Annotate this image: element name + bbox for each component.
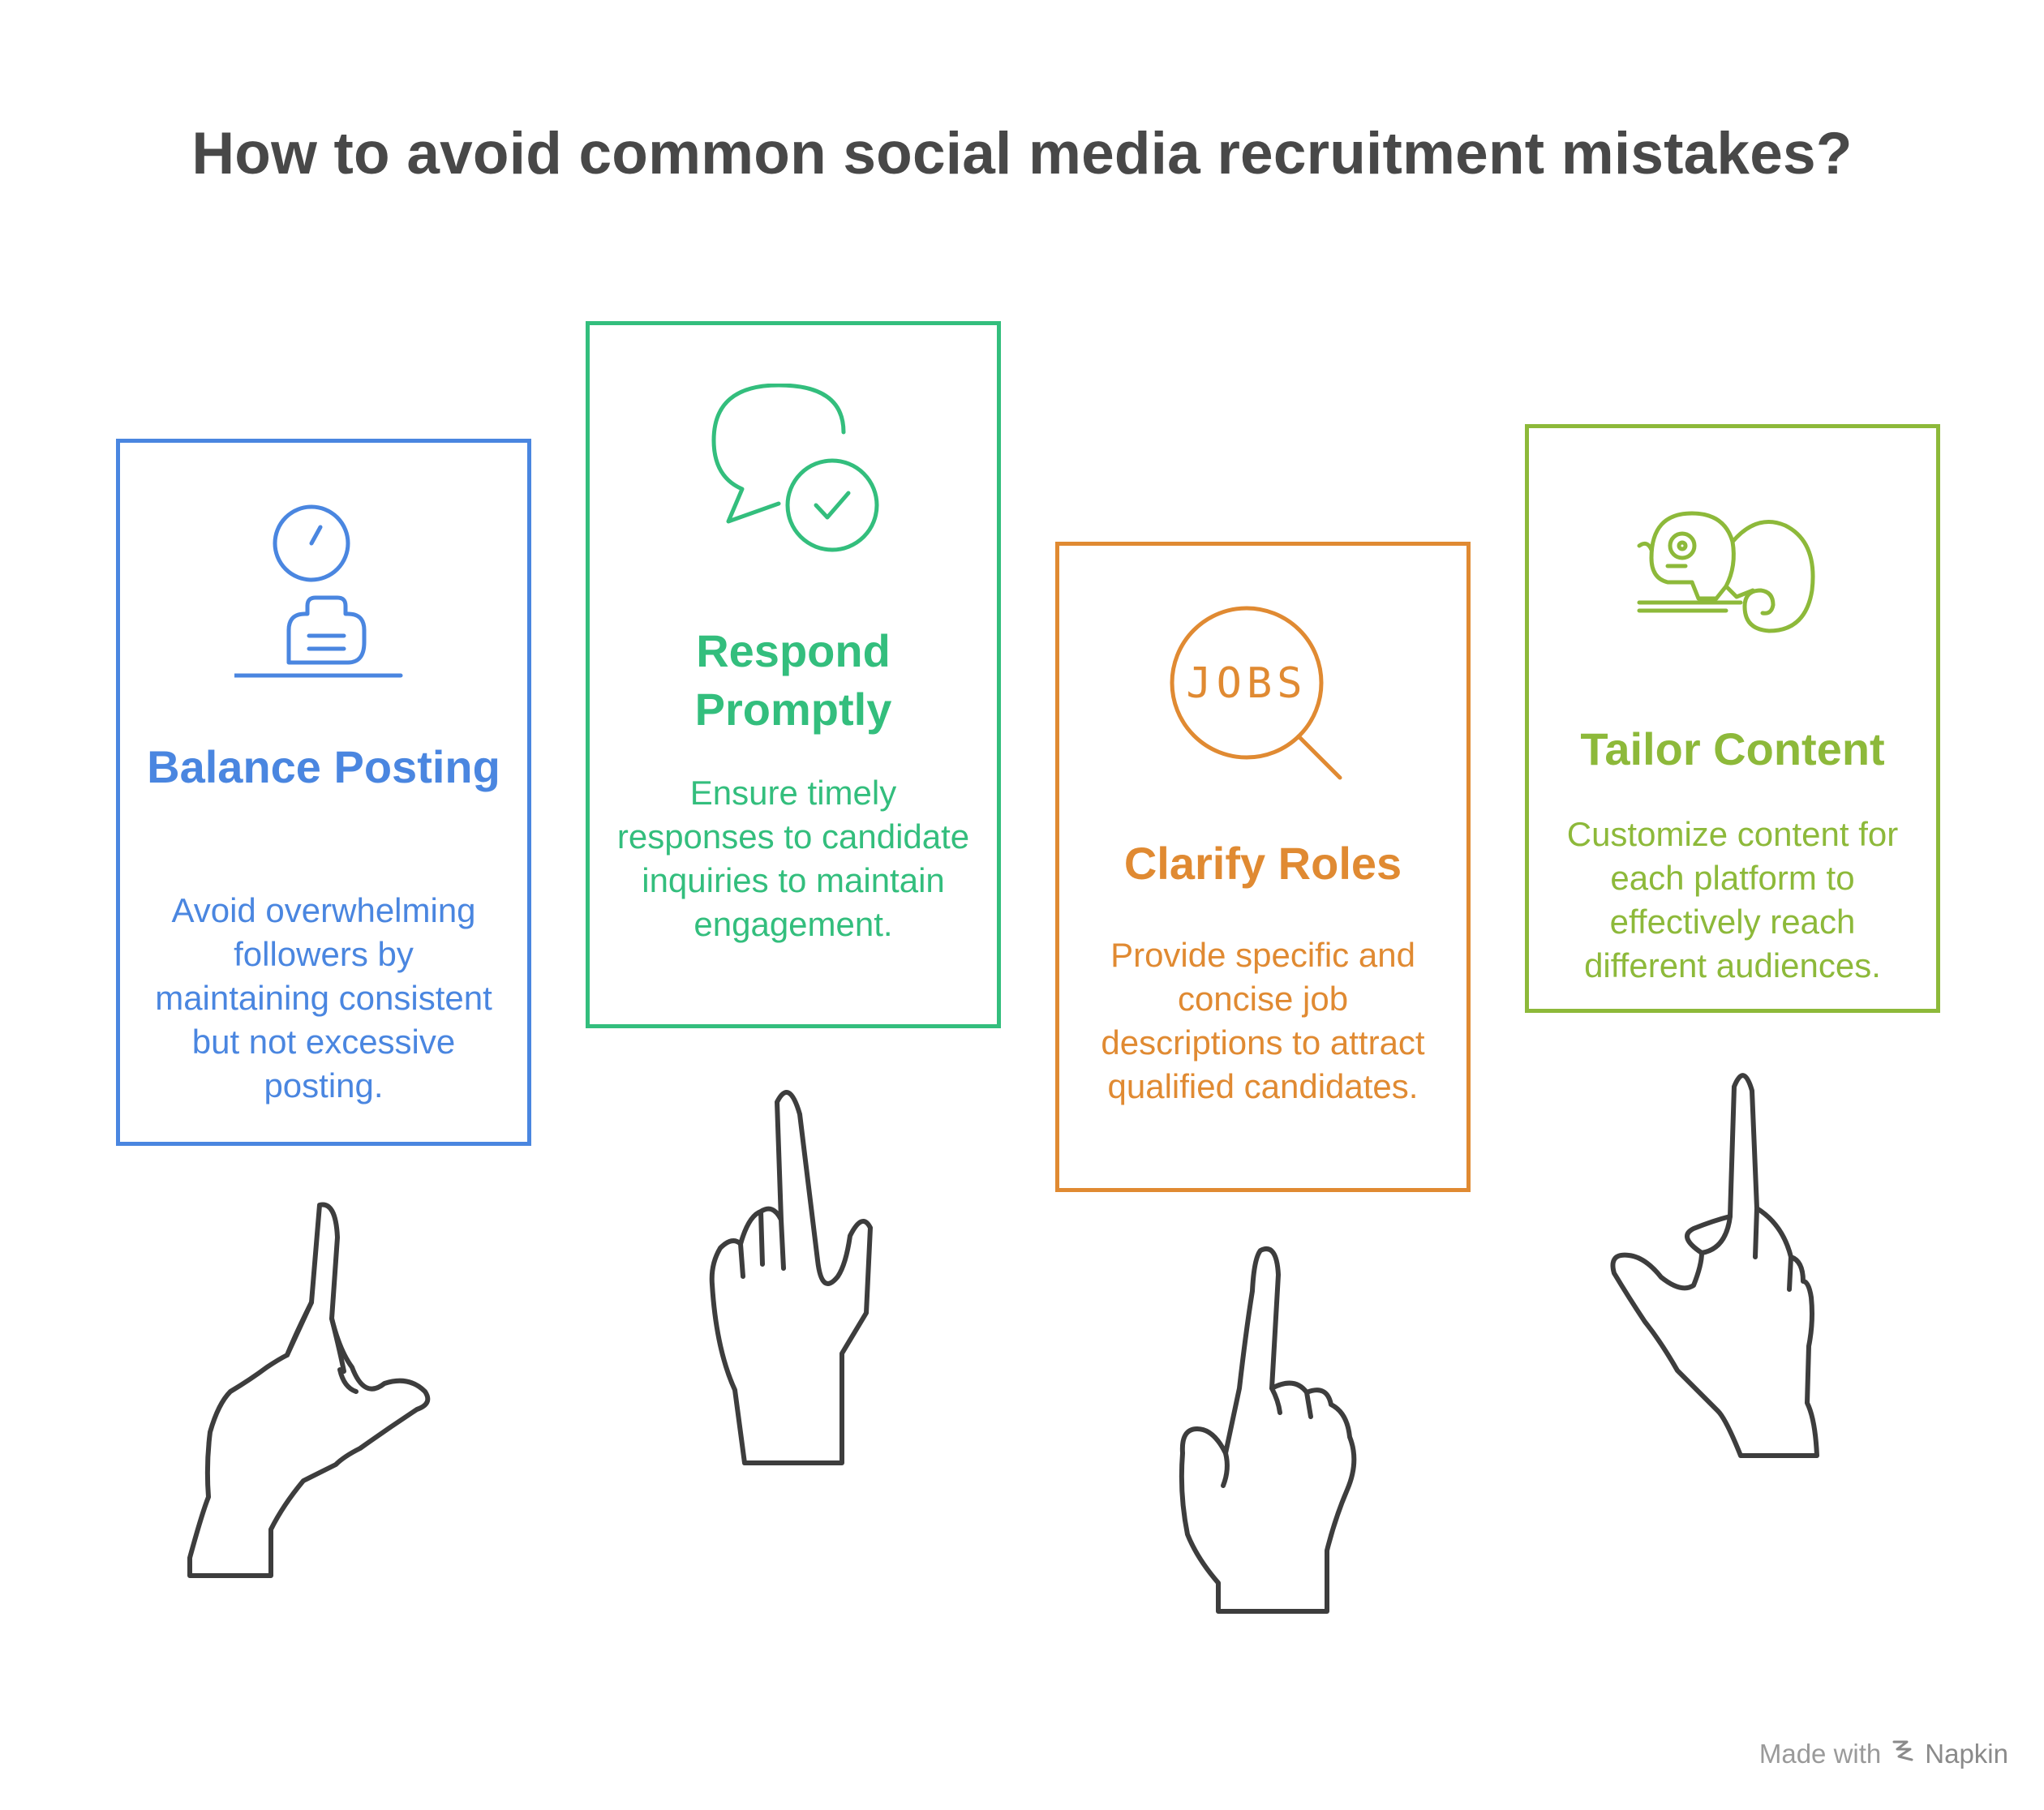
hand-pointing-icon [174,1197,449,1586]
card-title: Clarify Roles [1123,838,1402,889]
hand-pointing-icon [704,1082,915,1471]
card-description: Avoid overwhelming followers by maintain… [155,891,492,1104]
chat-check-icon [590,384,997,562]
chameleon-icon [1529,509,1936,655]
card-respond-promptly: Respond Promptly Ensure timely responses… [586,321,1001,1028]
jobs-icon-text: JOBS [1186,659,1307,708]
jobs-search-icon: JOBS [1059,604,1466,799]
made-with-label: Made with [1758,1739,1882,1769]
card-tailor-content: Tailor Content Customize content for eac… [1525,424,1940,1013]
card-clarify-roles: JOBS Clarify Roles Provide specific and … [1055,542,1471,1192]
timer-laptop-icon [120,504,527,691]
card-title: Respond Promptly [694,625,892,735]
napkin-brand-label: Napkin [1925,1739,2008,1769]
card-description: Provide specific and concise job descrip… [1101,936,1425,1105]
page-title: How to avoid common social media recruit… [191,121,1853,187]
card-balance-posting: Balance Posting Avoid overwhelming follo… [116,439,531,1146]
footer-credit: Made with Napkin [1759,1739,2008,1769]
napkin-logo-icon [1891,1739,1915,1769]
card-title: Tailor Content [1580,723,1885,774]
card-description: Customize content for each platform to e… [1566,815,1899,984]
hand-pointing-icon [1596,1062,1840,1468]
card-title: Balance Posting [147,741,500,792]
hand-pointing-icon [1165,1242,1376,1623]
card-description: Ensure timely responses to candidate inq… [616,774,970,943]
